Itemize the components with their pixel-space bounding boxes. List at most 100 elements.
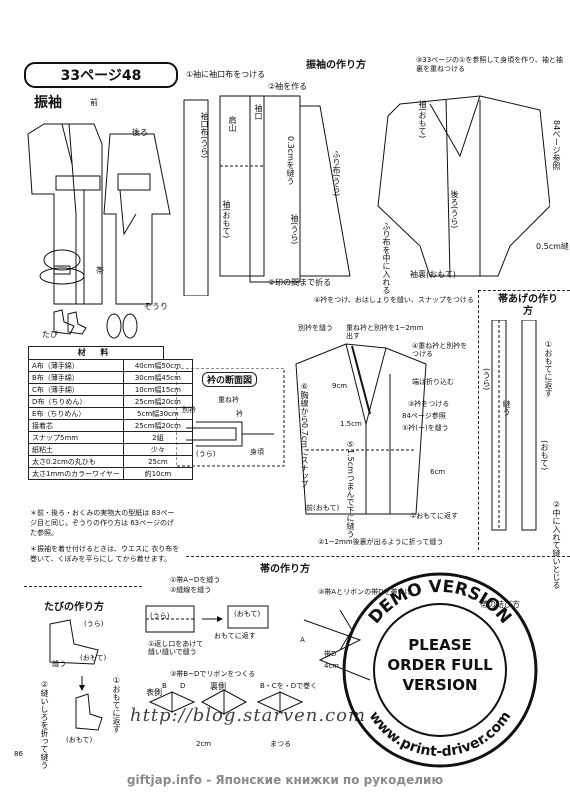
obi-step1: ①帯A~Dを縫う bbox=[170, 576, 221, 584]
step-3: ③33ページの①を参照して身頃を作り、袖と袖裏を重ねつける bbox=[416, 56, 563, 73]
obiage-step2: ②中に入れて縫いとじる bbox=[552, 500, 561, 589]
stamp-line-3: VERSION bbox=[402, 676, 478, 694]
obi-omote: (おもて) bbox=[234, 610, 261, 618]
material-name: 紙粘土 bbox=[28, 443, 124, 456]
back-label: 後ろ bbox=[132, 128, 148, 137]
sode-label-naka: ふり布を中に入れる bbox=[382, 222, 391, 294]
material-amount: 約10cm bbox=[122, 467, 193, 480]
step-1: ①袖に袖口布をつける bbox=[186, 70, 266, 79]
obi-return: おもてに返す bbox=[214, 632, 256, 640]
s4-ref: 84ページ参照 bbox=[402, 412, 446, 420]
material-name: 太さ1mmのカラーワイヤー bbox=[28, 467, 124, 480]
step-4: ④衿をつけ、おはしょりを縫い、スナップをつける bbox=[314, 296, 474, 304]
obi-matsuru: まつる bbox=[270, 740, 291, 748]
sode-label-sode-omote: 袖(おもて) bbox=[222, 200, 231, 239]
tabi-omote2: (おもて) bbox=[66, 736, 93, 744]
material-name: 太さ0.2cmの丸ひも bbox=[28, 455, 124, 468]
tabi-nuu: 縫う bbox=[52, 660, 66, 668]
material-name: B布（薄手綿） bbox=[28, 371, 124, 384]
page-number: 86 bbox=[14, 750, 23, 758]
sode-label-furinuno: ふり布(うら) bbox=[332, 150, 341, 197]
materials-row: 太さ1mmのカラーワイヤー約10cm bbox=[28, 467, 193, 480]
s4-mae: 前(おもて) bbox=[306, 504, 340, 512]
stamp-ring: DEMO VERSION www.print-driver.com bbox=[342, 572, 538, 768]
material-name: D布（ちりめん） bbox=[28, 395, 124, 408]
demo-stamp: DEMO VERSION www.print-driver.com PLEASE… bbox=[340, 570, 540, 770]
sode-label-sodeura: 袖裏(おもて) bbox=[410, 270, 456, 279]
obi-d2: 帯D bbox=[324, 650, 337, 658]
stamp-line-1: PLEASE bbox=[408, 636, 472, 654]
obi-step3: ③帯Aとリボンの帯Dを帯つけ bbox=[318, 588, 412, 596]
tabi-diagram bbox=[49, 619, 103, 731]
materials-row: A布（薄手綿）40cm幅50cm bbox=[28, 359, 193, 372]
eri-label-betsueri: 別衿 bbox=[182, 406, 196, 414]
obi-diagram bbox=[145, 605, 304, 715]
obi-maku: B・Cを・Dで巻く bbox=[260, 682, 318, 690]
obiage-section-title: 帯あげの作り方 bbox=[498, 294, 558, 317]
sode-label-oru: ②印の間まで折る bbox=[268, 278, 332, 287]
obi-2cm: 2cm bbox=[196, 740, 212, 748]
furisode-illustration bbox=[27, 123, 171, 339]
s4-9cm: 9cm bbox=[332, 382, 348, 390]
tabi-ura: (うら) bbox=[84, 620, 104, 628]
s4-snap: ⑥胸線から0.7cmにスナップ bbox=[300, 382, 309, 488]
s4-betsueri: 別衿を縫う bbox=[298, 324, 333, 332]
eri-section-title: 衿の断面図 bbox=[202, 372, 258, 387]
eri-attach-diagram bbox=[295, 343, 427, 515]
front-label: 前 bbox=[90, 98, 98, 107]
materials-note-1: ＊前・後ろ・おくみの実物大の型紙は 83ページ目と同じ。ぞうりの作り方は 63ペ… bbox=[30, 509, 175, 537]
obi-step1b: ②縫線を縫う bbox=[170, 586, 212, 594]
obi-label: 帯 bbox=[96, 266, 104, 275]
materials-row: B布（薄手綿）30cm幅45cm bbox=[28, 371, 193, 384]
material-name: 接着芯 bbox=[28, 419, 124, 432]
tabi-divider bbox=[24, 586, 142, 587]
obi-return-step: ①返し口をあけて縫い縫いで縫う bbox=[148, 640, 204, 656]
materials-row: C布（薄手綿）10cm幅15cm bbox=[28, 383, 193, 396]
svg-text:DEMO VERSION: DEMO VERSION bbox=[365, 577, 515, 628]
obiage-ura: (うら) bbox=[482, 368, 491, 391]
material-name: E布（ちりめん） bbox=[28, 407, 124, 420]
sode-label-sodeguchi: 袖口 bbox=[254, 104, 263, 120]
material-name: スナップ5mm bbox=[28, 431, 124, 444]
s4-step4: ④重ね衿と別衿をつける bbox=[412, 342, 468, 358]
body-label-ushiro: 後ろ(うら) bbox=[450, 190, 459, 229]
obiage-top-divider bbox=[478, 290, 570, 291]
furisode-section-title: 振袖の作り方 bbox=[306, 60, 366, 71]
materials-row: 紙粘土少々 bbox=[28, 443, 193, 456]
obi-ura: (うら) bbox=[150, 612, 170, 620]
blog-watermark: http://blog.starven.com bbox=[130, 705, 367, 726]
obi-d: D bbox=[180, 682, 186, 690]
s4-omote: ①おもてに返す bbox=[410, 512, 458, 520]
obi-section-title: 帯の作り方 bbox=[260, 564, 310, 575]
obi-musubi: 帯の結び方 bbox=[480, 600, 520, 609]
obiage-divider bbox=[478, 290, 479, 550]
obiage-nuu: 縫う bbox=[502, 400, 511, 416]
obiage-step1: ①おもてに返す bbox=[544, 340, 553, 397]
sode-label-sode-ura: 袖(うら) bbox=[290, 214, 299, 245]
s4-kasane: 重ね衿と別衿を1~2mm出す bbox=[346, 324, 424, 340]
eri-label-kasane: 重ね衿 bbox=[218, 396, 239, 404]
left-title: 振袖 bbox=[34, 95, 62, 111]
material-name: A布（薄手綿） bbox=[28, 359, 124, 372]
tabi-step2: ②縫いしろを折って縫う bbox=[40, 680, 49, 769]
s4-hashi: 端は折り込む bbox=[412, 378, 454, 386]
material-name: C布（薄手綿） bbox=[28, 383, 124, 396]
s4-eri-nuu: ⑤衿(ー)を縫う bbox=[402, 424, 449, 432]
stamp-ring-top: DEMO VERSION bbox=[365, 577, 515, 628]
materials-row: D布（ちりめん）25cm幅20cm bbox=[28, 395, 193, 408]
eri-diagram bbox=[176, 368, 285, 467]
materials-row: E布（ちりめん）5cm幅30cm bbox=[28, 407, 193, 420]
s4-6cm: 6cm bbox=[430, 468, 446, 476]
eri-label-eri: 衿 bbox=[236, 410, 243, 418]
obi-back-side: 裏側 bbox=[210, 682, 226, 691]
obi-a: A bbox=[300, 636, 305, 644]
body-label-nuu: 0.5cm縫う bbox=[536, 242, 570, 251]
tabi-label: たび bbox=[42, 330, 58, 339]
sode-label-nuu: 0.3cmを縫う bbox=[286, 136, 295, 185]
s4-15cm: 1.5cm bbox=[340, 420, 362, 428]
